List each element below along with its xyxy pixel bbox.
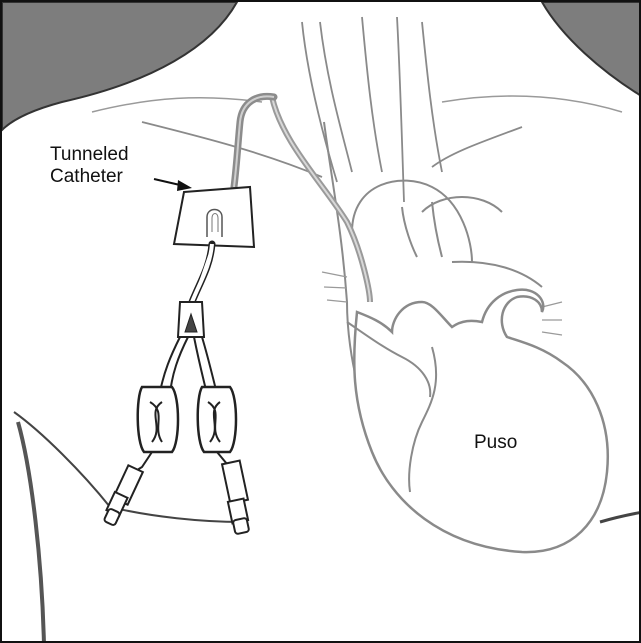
right-body-contour — [600, 512, 641, 522]
right-collarbone — [442, 96, 622, 112]
catheter-lumens — [160, 337, 217, 394]
left-collarbone — [92, 98, 262, 112]
right-shoulder — [542, 2, 641, 97]
tunneled-catheter-label: Tunneled Catheter — [50, 144, 129, 188]
heart-outline — [354, 290, 608, 552]
catheter-label-line-2: Catheter — [50, 166, 129, 188]
left-arm-contour — [18, 422, 44, 643]
catheter-label-line-1: Tunneled — [50, 144, 129, 166]
left-clamp — [138, 387, 178, 452]
heart-label: Puso — [474, 432, 517, 454]
left-shoulder — [2, 2, 237, 130]
catheter-dressing — [174, 187, 254, 247]
catheter-arrow — [154, 179, 192, 191]
right-clamp — [198, 387, 236, 452]
external-catheter-tube — [234, 96, 274, 187]
